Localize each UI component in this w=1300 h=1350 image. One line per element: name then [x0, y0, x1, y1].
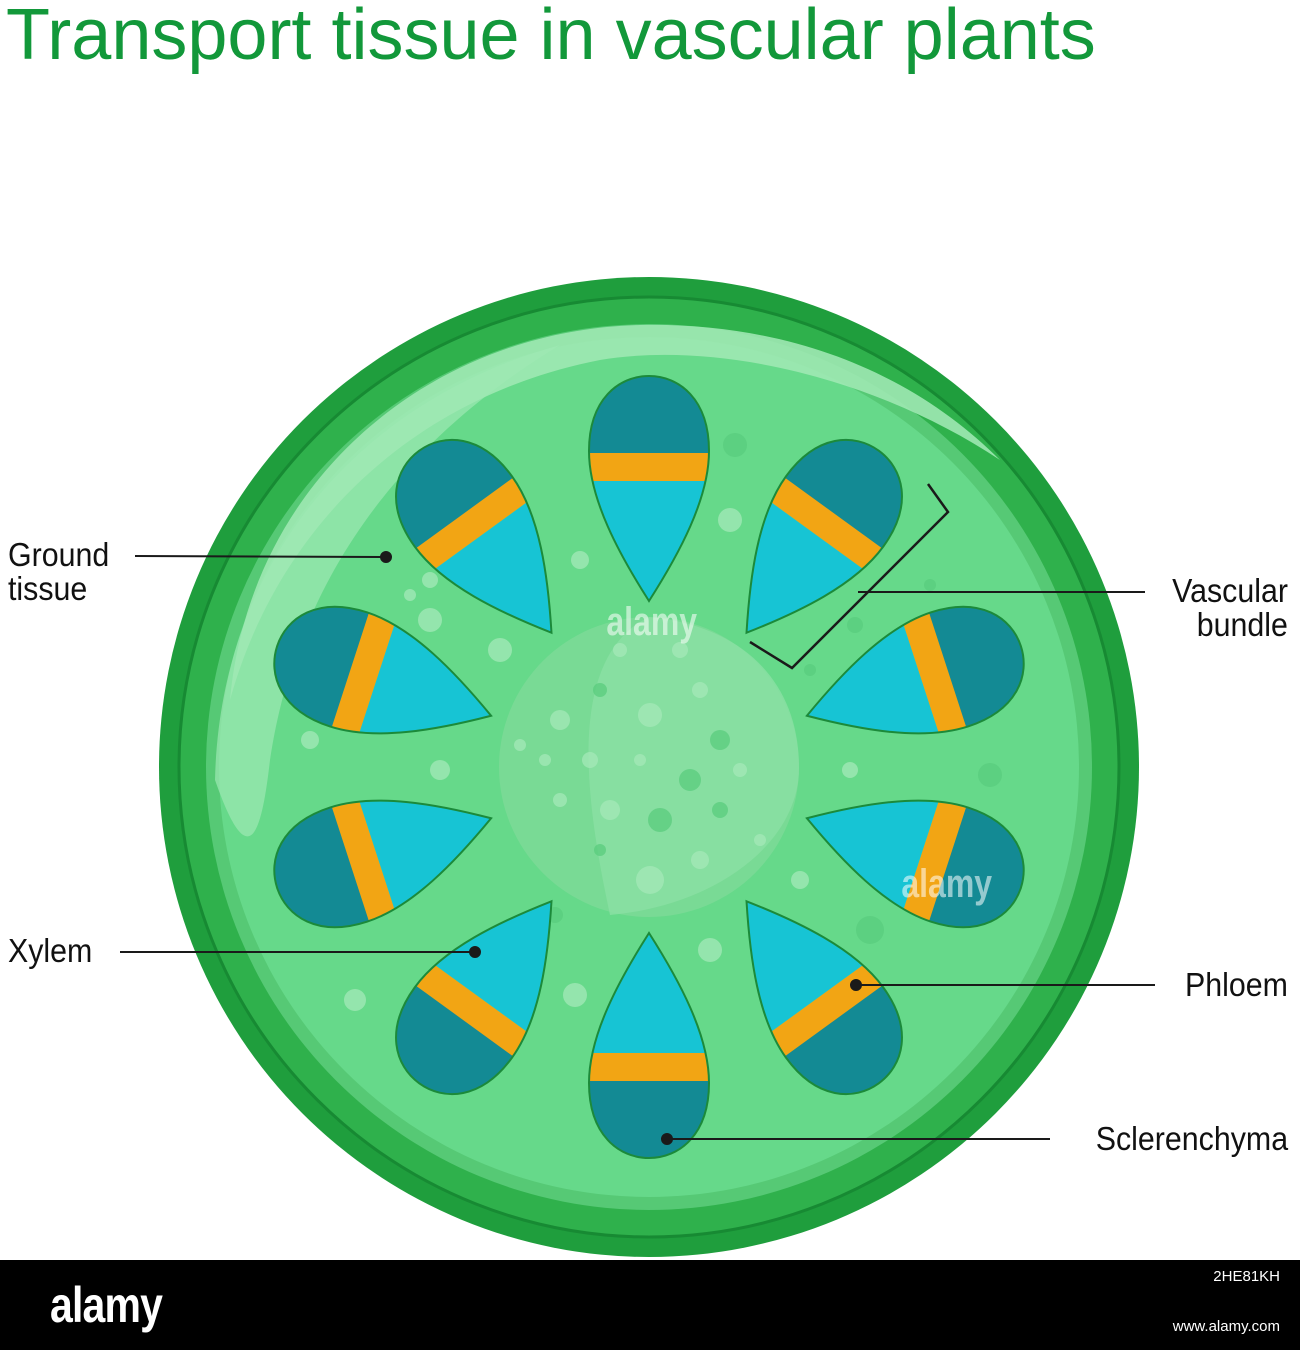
- phloem-band: [407, 957, 538, 1063]
- bundle-outline: [587, 374, 711, 603]
- cell-dot: [672, 642, 688, 658]
- cell-dot: [593, 683, 607, 697]
- cell-dot: [404, 589, 416, 601]
- sclerenchyma-label: Sclerenchyma: [1095, 1120, 1288, 1157]
- bundle-outline: [273, 799, 493, 929]
- cell-dot: [698, 938, 722, 962]
- footer-logo: alamy: [50, 1277, 163, 1333]
- cell-dot: [718, 508, 742, 532]
- cell-dot: [679, 769, 701, 791]
- bundle-outline: [273, 605, 493, 735]
- cell-dot: [418, 608, 442, 632]
- cell-dot: [712, 802, 728, 818]
- page-title: Transport tissue in vascular plants: [6, 0, 1096, 75]
- bundle-outline: [745, 438, 903, 635]
- cell-dot: [550, 710, 570, 730]
- vascular-bundle-label-line2: bundle: [1196, 606, 1288, 643]
- cell-dot: [723, 433, 747, 457]
- bundle-outline: [395, 899, 553, 1096]
- cell-dot: [600, 800, 620, 820]
- bundle-outline: [805, 799, 1025, 929]
- cell-dot: [691, 851, 709, 869]
- bundle-outline: [745, 899, 903, 1096]
- cell-dot: [563, 983, 587, 1007]
- pith: [499, 617, 800, 917]
- cell-dot: [539, 754, 551, 766]
- ground-tissue-label-line2: tissue: [8, 570, 88, 607]
- cell-dot: [613, 643, 627, 657]
- ground-tissue-pointer: [380, 551, 392, 563]
- cell-dot: [692, 682, 708, 698]
- vascular-bundle-label: Vascular bundle: [1172, 574, 1288, 642]
- cell-dot: [924, 579, 936, 591]
- cell-dot: [804, 664, 816, 676]
- cell-dot: [754, 834, 766, 846]
- ground-tissue-leader: [134, 555, 387, 558]
- cell-dot: [344, 989, 366, 1011]
- leader-lines: [120, 551, 1155, 1145]
- cell-dot: [636, 866, 664, 894]
- cell-dot: [847, 617, 863, 633]
- vascular-bundle-bracket: [749, 483, 950, 670]
- stem-cross-section-diagram: [120, 277, 1155, 1257]
- cell-dot: [422, 572, 438, 588]
- phloem-pointer: [850, 979, 862, 991]
- phloem-band: [899, 788, 970, 931]
- phloem-band: [589, 453, 709, 481]
- phloem-band: [328, 603, 399, 746]
- cell-dot: [638, 703, 662, 727]
- phloem-band: [589, 1053, 709, 1081]
- cell-dot: [791, 871, 809, 889]
- cell-dot: [856, 916, 884, 944]
- cell-dot: [842, 762, 858, 778]
- cell-dot: [978, 763, 1002, 787]
- watermark-right: alamy: [901, 862, 993, 906]
- cell-dot: [648, 808, 672, 832]
- phloem-band: [407, 471, 538, 577]
- phloem-band: [328, 788, 399, 931]
- cell-dot: [634, 754, 646, 766]
- phloem-label: Phloem: [1185, 966, 1288, 1003]
- highlight-left: [215, 345, 560, 837]
- cell-dot: [488, 638, 512, 662]
- xylem-pointer: [469, 946, 481, 958]
- ground-tissue-label-line1: Ground: [8, 536, 110, 573]
- bundle-outline: [395, 438, 553, 635]
- pith-cells: [301, 433, 1002, 1011]
- cell-dot: [594, 844, 606, 856]
- phloem-band: [760, 471, 891, 577]
- cell-dot: [430, 760, 450, 780]
- vascular-bundle-label-line1: Vascular: [1172, 572, 1288, 609]
- cell-dot: [582, 752, 598, 768]
- watermark-footer: alamy 2HE81KH www.alamy.com: [0, 1260, 1300, 1350]
- sclerenchyma-pointer: [661, 1133, 673, 1145]
- cell-dot: [733, 763, 747, 777]
- watermark-center: alamy: [606, 600, 698, 644]
- cell-dot: [301, 731, 319, 749]
- xylem-label: Xylem: [8, 932, 93, 969]
- ground-tissue-label: Ground tissue: [8, 538, 109, 606]
- cell-dot: [553, 793, 567, 807]
- footer-url: www.alamy.com: [1172, 1318, 1280, 1335]
- bundle-outline: [587, 931, 711, 1160]
- footer-image-id: 2HE81KH: [1213, 1268, 1280, 1285]
- phloem-band: [899, 603, 970, 746]
- cell-dot: [514, 739, 526, 751]
- bundle-outline: [805, 605, 1025, 735]
- cell-dot: [571, 551, 589, 569]
- cell-dot: [710, 730, 730, 750]
